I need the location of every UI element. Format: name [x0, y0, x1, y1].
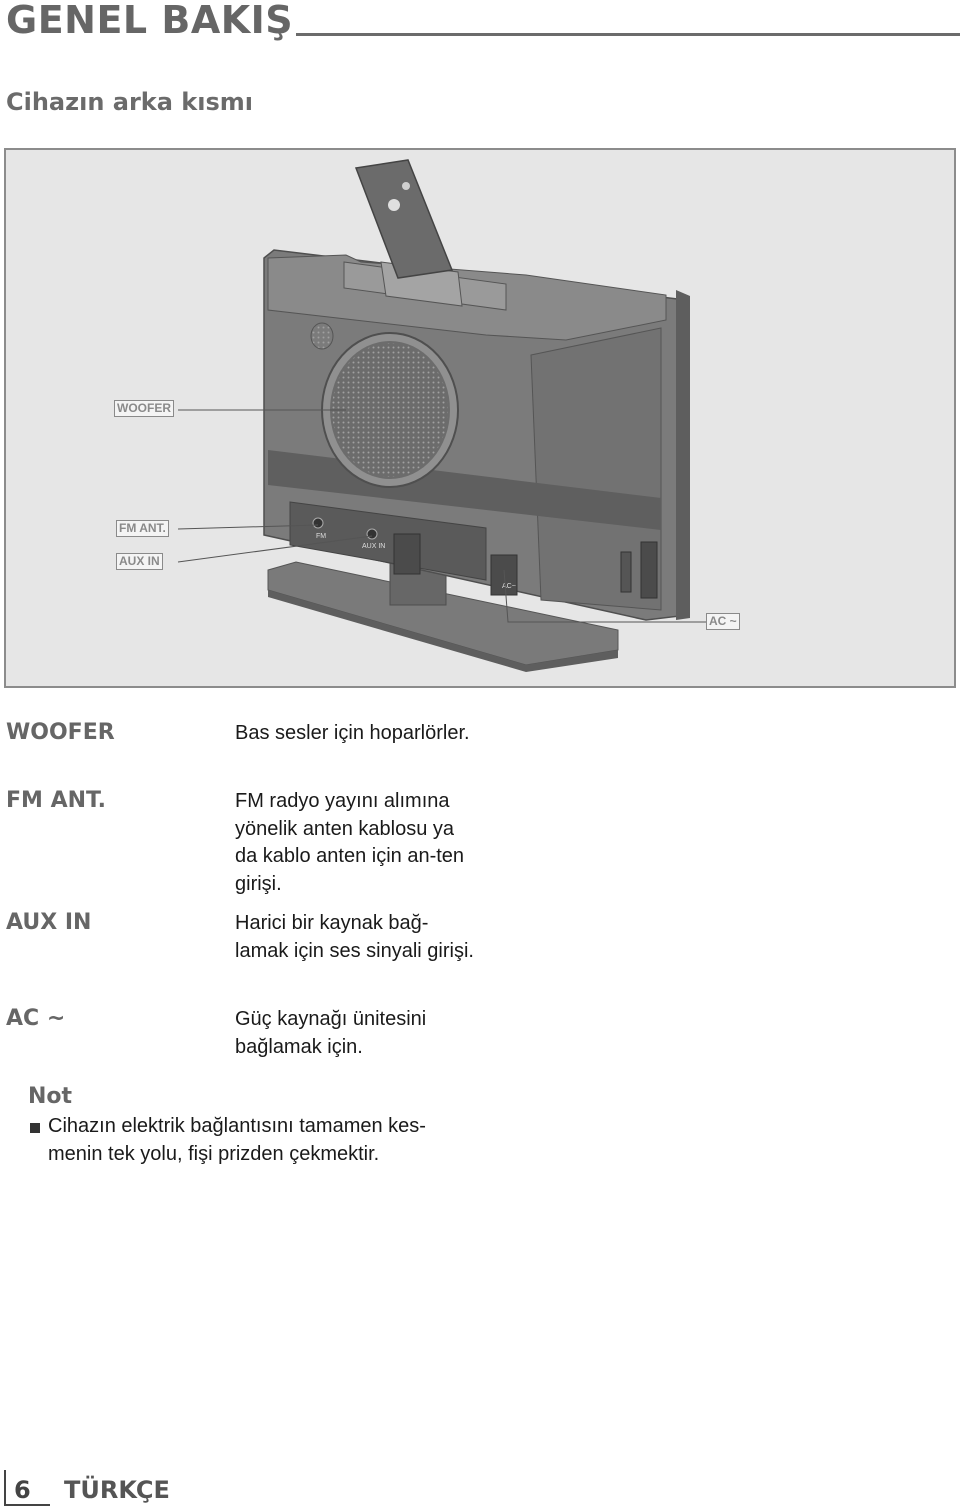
desc-ac: Güç kaynağı ünitesini bağlamak için.: [235, 1008, 427, 1058]
ac-callout: AC ~: [706, 613, 740, 630]
phone: [354, 159, 454, 279]
fm-jack-icon: [312, 517, 324, 529]
page-title: GENEL BAKIŞ: [6, 0, 294, 42]
side-panel: [530, 327, 662, 611]
device-frame-right: [676, 290, 690, 620]
fm-ant-callout: FM ANT.: [116, 520, 169, 537]
desc-fm-ant: FM radyo yayını alımına yönelik anten ka…: [235, 790, 465, 895]
note-title: Not: [28, 1084, 73, 1109]
aux-in-leader-line: [177, 535, 373, 563]
aux-jack-icon: [366, 528, 378, 540]
footer-language: TÜRKÇE: [64, 1476, 170, 1504]
page-header: GENEL BAKIŞ: [6, 0, 960, 44]
speaker-terminal: [393, 533, 421, 575]
desc-aux-in: Harici bir kaynak bağ-lamak için ses sin…: [235, 912, 474, 962]
side-port: [620, 551, 632, 593]
term-woofer: WOOFER: [6, 720, 115, 745]
note-item: Cihazın elektrik bağlantısını tamamen ke…: [28, 1113, 468, 1168]
ac-leader-line: [503, 569, 706, 623]
term-ac: AC ~: [6, 1006, 66, 1031]
header-rule: [296, 33, 960, 36]
footer-bar: [4, 1470, 6, 1506]
section-subtitle: Cihazın arka kısmı: [6, 88, 254, 116]
square-bullet-icon: [30, 1123, 40, 1133]
apple-logo-icon: [388, 199, 400, 211]
fm-port-label: FM: [316, 533, 326, 540]
device-drawing: FM AUX IN AC~: [177, 159, 706, 672]
page-footer: 6 TÜRKÇE: [4, 1470, 304, 1506]
desc-woofer: Bas sesler için hoparlörler.: [235, 722, 470, 744]
term-aux-in: AUX IN: [6, 910, 92, 935]
device-rear-illustration: FM AUX IN AC~ WOOFER FM ANT. AUX IN AC ~: [4, 148, 956, 688]
footer-underline: [4, 1504, 50, 1506]
aux-port-label: AUX IN: [362, 543, 385, 550]
term-fm-ant: FM ANT.: [6, 788, 107, 813]
camera-icon: [402, 182, 410, 190]
woofer-callout: WOOFER: [114, 400, 174, 417]
note-text: Cihazın elektrik bağlantısını tamamen ke…: [48, 1115, 426, 1165]
power-switch: [640, 541, 658, 599]
ac-port-label: AC~: [502, 583, 516, 590]
woofer-mesh: [332, 343, 448, 477]
aux-in-callout: AUX IN: [116, 553, 163, 570]
vent-hole: [310, 322, 334, 350]
page-number: 6: [14, 1476, 31, 1504]
connector-panel: [289, 501, 487, 581]
fm-ant-leader-line: [177, 524, 319, 530]
note-box: Not Cihazın elektrik bağlantısını tamame…: [28, 1084, 468, 1168]
